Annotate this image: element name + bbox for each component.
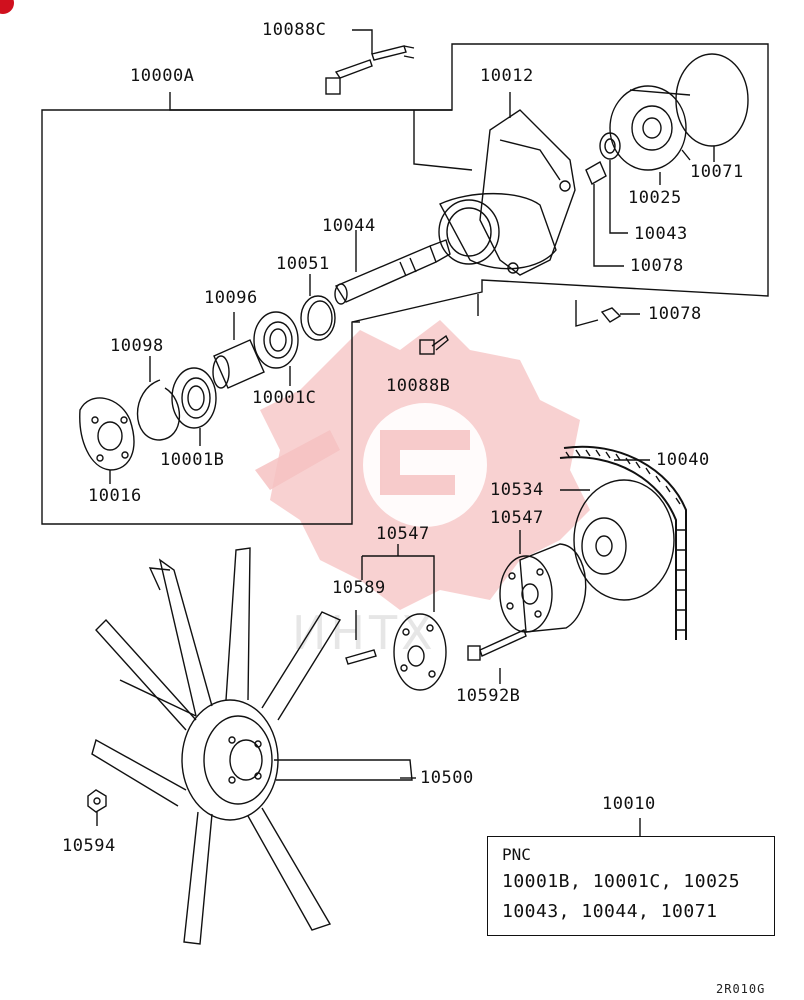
pnc-header: PNC [502, 845, 531, 864]
lower-bolt-shape [419, 334, 449, 355]
gasket-shape [675, 53, 749, 147]
pnc-kit-box: PNC 10001B, 10001C, 10025 10043, 10044, … [487, 836, 775, 936]
label-10078-upper: 10078 [630, 256, 684, 276]
label-10010: 10010 [602, 794, 656, 814]
bearing-seal-shape [599, 132, 628, 234]
bearing-b-shape [171, 367, 217, 446]
belt-shape [559, 445, 687, 640]
label-10071: 10071 [690, 162, 744, 182]
label-10500: 10500 [420, 768, 474, 788]
nut-shape [87, 789, 107, 826]
fitting-lower-shape [600, 307, 640, 323]
label-10078-lower: 10078 [648, 304, 702, 324]
label-10547-left: 10547 [376, 524, 430, 544]
label-10001C: 10001C [252, 388, 317, 408]
assembly-outline [41, 43, 769, 525]
label-10592B: 10592B [456, 686, 521, 706]
label-10096: 10096 [204, 288, 258, 308]
diagram-code: 2R010G [716, 982, 766, 996]
label-10016: 10016 [88, 486, 142, 506]
spacer-shape [212, 312, 265, 389]
label-10043: 10043 [634, 224, 688, 244]
label-10534: 10534 [490, 480, 544, 500]
spacer-right-shape [499, 530, 587, 633]
upper-bolt-shape [325, 29, 407, 95]
label-10025: 10025 [628, 188, 682, 208]
shaft-shape [334, 230, 451, 305]
label-10001B: 10001B [160, 450, 225, 470]
label-10051: 10051 [276, 254, 330, 274]
corner-marker [0, 0, 14, 14]
label-10040: 10040 [656, 450, 710, 470]
flange-shape [79, 397, 135, 484]
label-10044: 10044 [322, 216, 376, 236]
ring-shape [300, 274, 336, 341]
label-10088B: 10088B [386, 376, 451, 396]
spacer-left-shape [361, 544, 447, 691]
pulley-shape [560, 479, 675, 601]
pump-housing-shape [438, 92, 576, 276]
pnc-line-2: 10043, 10044, 10071 [502, 901, 718, 922]
pump-cover-shape [609, 85, 691, 185]
label-10000A: 10000A [130, 66, 195, 86]
label-10012: 10012 [480, 66, 534, 86]
label-10547-right: 10547 [490, 508, 544, 528]
fitting-upper-shape [585, 161, 624, 267]
stud-shape [345, 610, 377, 665]
bearing-c-shape [253, 311, 299, 386]
label-10088C: 10088C [262, 20, 327, 40]
label-10594: 10594 [62, 836, 116, 856]
snap-ring-shape [136, 356, 181, 441]
label-10589: 10589 [332, 578, 386, 598]
fan-bolt-shape [467, 629, 527, 684]
fan-shape [91, 547, 416, 945]
label-10098: 10098 [110, 336, 164, 356]
pnc-line-1: 10001B, 10001C, 10025 [502, 871, 741, 892]
